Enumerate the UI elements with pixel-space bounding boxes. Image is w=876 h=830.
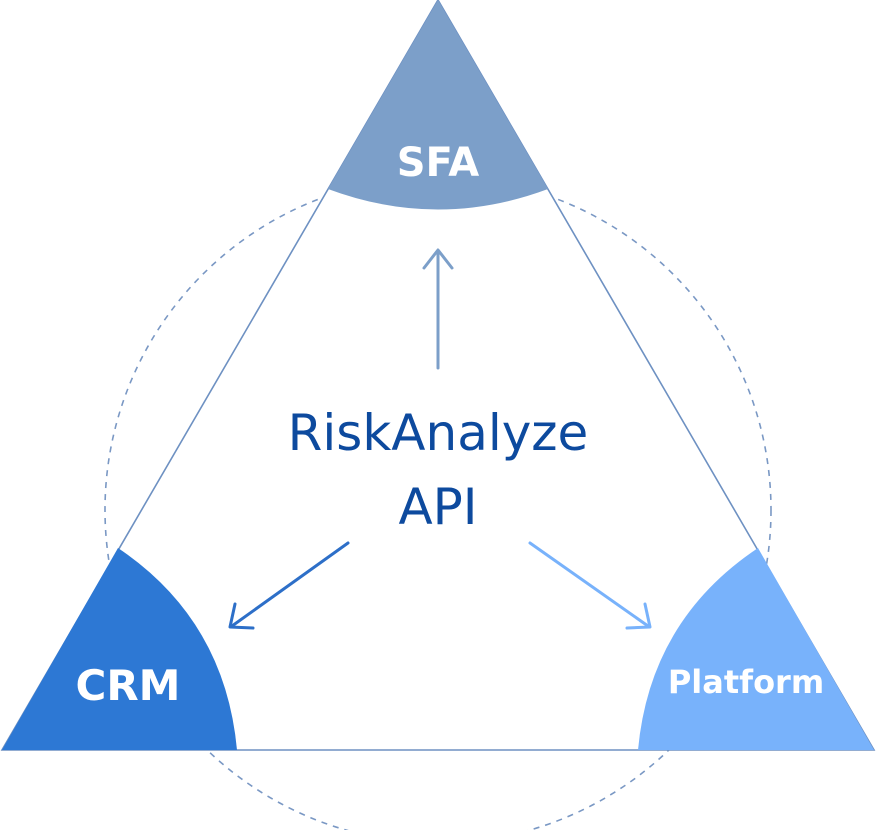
center-title-line2: API	[398, 478, 477, 536]
crm-sector	[2, 548, 237, 750]
arrow-to-sfa	[422, 248, 454, 370]
platform-label: Platform	[668, 663, 824, 701]
center-title-line1: RiskAnalyze	[288, 404, 589, 462]
sfa-label: SFA	[397, 140, 480, 186]
sfa-sector	[328, 0, 548, 210]
platform-sector	[638, 548, 874, 750]
dashed-circle	[104, 176, 772, 830]
arrow-to-crm	[228, 541, 350, 630]
crm-label: CRM	[76, 661, 181, 710]
arrow-to-platform	[528, 541, 652, 630]
triangle-outline	[0, 0, 876, 751]
